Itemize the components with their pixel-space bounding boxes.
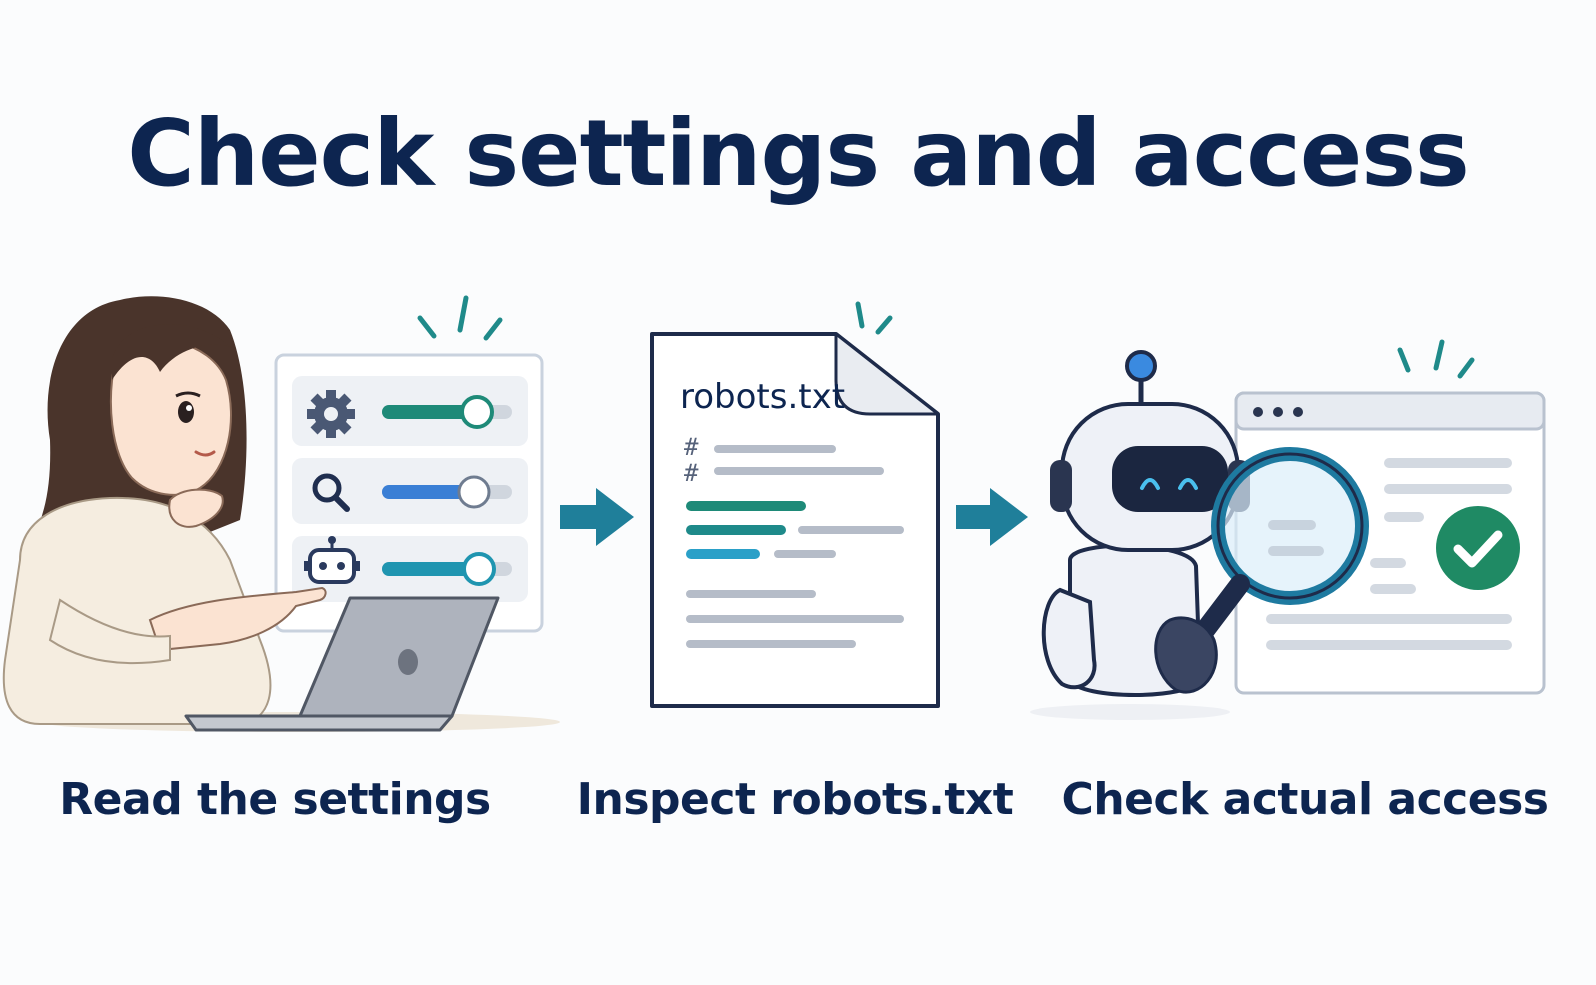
comment-mark: # [684,433,699,461]
comment-mark: # [684,459,699,487]
caption-inspect-robots: Inspect robots.txt [576,774,1014,825]
toggle-knob [460,395,494,429]
step-2-illustration: robots.txt # # [650,301,940,708]
laptop-icon [184,596,500,732]
document-page [650,332,940,708]
gear-icon [307,390,355,438]
settings-row-gear [292,376,528,446]
woman-figure [2,296,327,725]
sparkle-icon [855,301,893,335]
settings-row-robot [292,536,528,602]
sparkle-icon [417,295,503,341]
document-lines [686,445,904,648]
settings-row-search [292,458,528,524]
caption-check-access: Check actual access [1061,774,1549,825]
step-3-illustration [1030,339,1546,720]
magnifier-icon [1154,447,1369,694]
toggle-knob [462,552,496,586]
search-icon [312,473,350,512]
step-1-illustration [2,295,560,732]
check-icon [1436,506,1520,590]
robot-icon [304,536,360,584]
file-name: robots.txt [680,377,845,417]
sparkle-icon [1397,339,1475,379]
caption-read-settings: Read the settings [59,774,491,825]
toggle-knob [457,475,491,509]
arrow-right-icon [956,488,1028,546]
arrow-right-icon [560,488,634,546]
robot-figure [1030,350,1250,720]
page-title: Check settings and access [127,100,1469,207]
